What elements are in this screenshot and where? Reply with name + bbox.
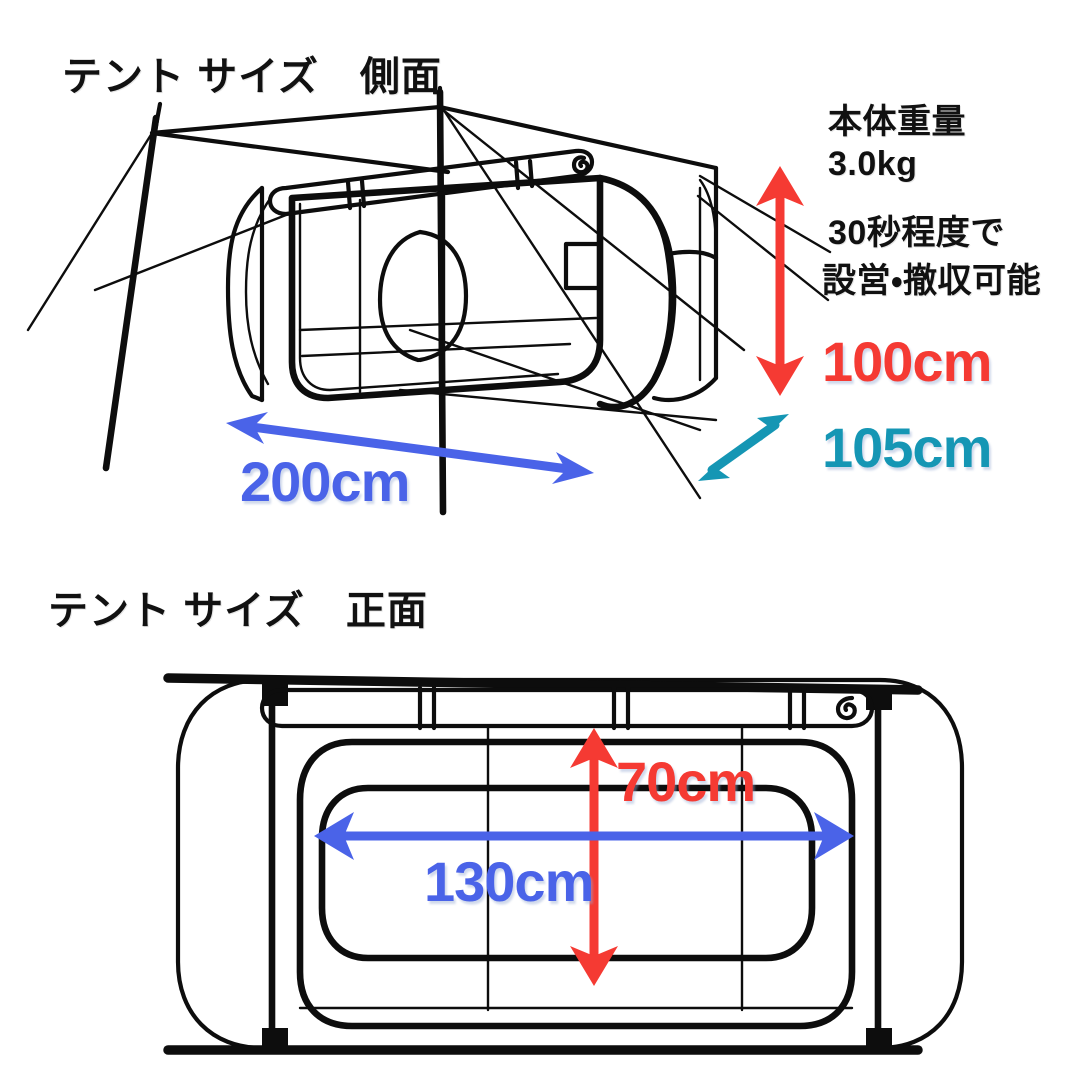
interior-line-horizontal [298,316,598,332]
front-width-label: 130cm [424,850,594,913]
front-shell-top-join [665,249,719,261]
front-shell-inner [609,179,677,385]
rear-shell-left [225,185,265,403]
front-width-arrow-130cm [314,812,854,860]
inner-frame [296,738,856,1030]
depth-arrow-105cm [698,414,789,481]
ridge-line-upper [149,104,443,136]
cabin-outline [288,174,604,402]
roll-spiral-end-front [835,695,857,721]
canopy-edge-top [437,104,719,171]
center-pole [436,88,447,516]
vent-pocket [563,241,603,291]
front-view-inner-frame [296,726,856,1030]
left-pole [102,114,160,472]
side-view-tent-body [225,148,719,411]
interior-line-floor [300,342,572,358]
ridge-line-lower [149,130,451,175]
left-pole-tip [150,101,163,145]
rolled-fabric-bar [267,148,595,217]
weight-value: 3.0kg [828,145,918,183]
front-view-roll-bar [259,685,875,731]
weight-title: 本体重量 [828,103,966,141]
side-height-label: 100cm [822,330,992,393]
setup-line-1: 30秒程度で [828,214,1005,252]
roll-bar [259,687,875,729]
roll-band-2b [527,158,535,189]
side-depth-label: 105cm [822,416,992,479]
corner-bracket-bl [262,1028,288,1052]
guyline-left-outer [26,128,156,332]
setup-line-2: 設営・撤収可能 [822,262,1042,300]
roll-bar-body [267,148,595,217]
height-arrow-100cm [756,166,804,396]
guyline-far-right-b [696,194,830,302]
guyline-cross-low2 [398,388,718,422]
cabin-inner-edge [298,202,560,392]
guyline-right-lower [443,110,702,500]
guyline-far-right-a [698,174,832,254]
roll-band-1b [359,178,367,209]
corner-bracket-br [866,1028,892,1052]
length-arrow-200cm [226,412,594,484]
rear-shell-fold [244,194,274,386]
roll-spiral-end [571,155,590,175]
inner-window [318,784,816,962]
roll-band-2a [513,159,521,191]
front-height-arrow-70cm [570,728,618,986]
door-arch-right [417,229,469,363]
front-view-outer-shell [163,673,965,1055]
side-length-label: 200cm [240,450,410,513]
front-view-title: テント サイズ 正面 [48,589,428,633]
side-view-title: テント サイズ 側面 [62,55,442,99]
guyline-right-upper [441,108,746,352]
front-height-label: 70cm [616,750,756,813]
front-shell-curve-top [698,178,718,252]
front-shell-bottom [651,375,719,403]
roll-band-1a [345,179,353,211]
door-arch-left [377,229,423,363]
